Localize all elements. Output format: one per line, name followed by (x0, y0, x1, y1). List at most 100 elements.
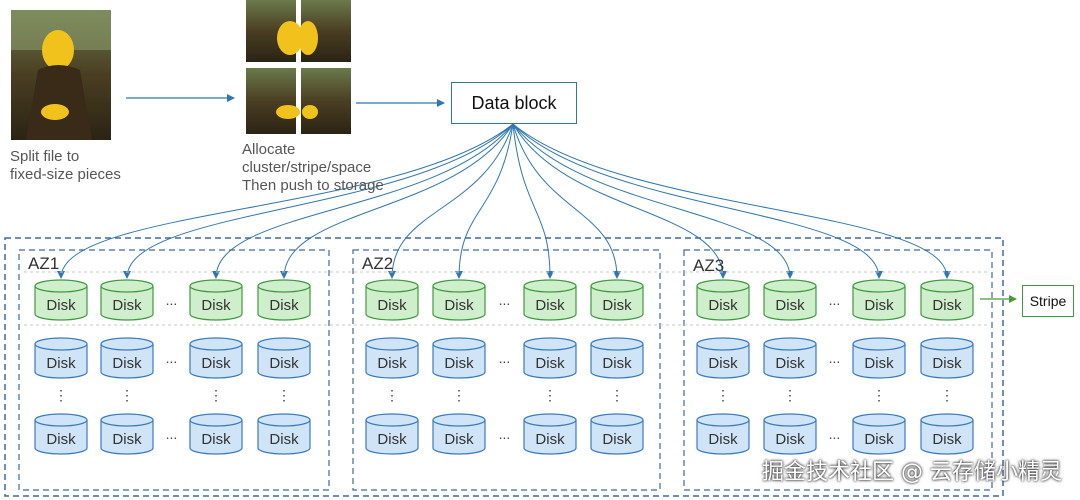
disk: Disk (523, 337, 577, 379)
distribution-arrow (512, 123, 794, 279)
ellipsis-horizontal: ... (166, 350, 178, 366)
ellipsis-vertical: ⋮ (716, 387, 730, 403)
disk-label: Disk (201, 431, 231, 448)
disk: Disk (189, 337, 243, 379)
disk-label: Disk (864, 355, 894, 372)
disk: Disk (763, 413, 817, 455)
disk: Disk (920, 337, 974, 379)
allocate-caption: Allocate cluster/stripe/space Then push … (242, 141, 384, 195)
az3-box (683, 249, 993, 491)
disk: Disk (257, 413, 311, 455)
distribution-arrow (388, 123, 514, 279)
distribution-arrows (57, 123, 951, 279)
disk-label: Disk (444, 297, 474, 314)
disk-label: Disk (775, 297, 805, 314)
disk-label: Disk (932, 431, 962, 448)
disk-label: Disk (602, 431, 632, 448)
ellipsis-vertical: ⋮ (54, 387, 68, 403)
stripe-disk: Disk (852, 279, 906, 321)
disk: Disk (34, 337, 88, 379)
ellipsis-horizontal: ... (829, 292, 841, 308)
ellipsis-horizontal: ... (499, 350, 511, 366)
disk-label: Disk (444, 431, 474, 448)
ellipsis-vertical: ⋮ (783, 387, 797, 403)
stripe-disk: Disk (189, 279, 243, 321)
distribution-arrow (455, 123, 514, 279)
stripe-disk: Disk (432, 279, 486, 321)
stripe-disk: Disk (590, 279, 644, 321)
allocate-caption-line: Allocate (242, 141, 296, 158)
az1-label: AZ1 (28, 254, 60, 273)
distribution-arrow (512, 123, 554, 279)
split-caption: Split file to fixed-size pieces (10, 148, 121, 184)
disk-label: Disk (602, 297, 632, 314)
disk-label: Disk (112, 297, 142, 314)
distribution-arrow (212, 123, 514, 279)
ellipsis-vertical: ⋮ (209, 387, 223, 403)
disk-label: Disk (112, 355, 142, 372)
stripe-disk: Disk (696, 279, 750, 321)
disk-label: Disk (708, 355, 738, 372)
ellipsis-markers: .........⋮⋮⋮⋮.........⋮⋮⋮⋮.........⋮⋮⋮⋮ (54, 292, 954, 442)
disk-label: Disk (201, 297, 231, 314)
ellipsis-vertical: ⋮ (940, 387, 954, 403)
disk-label: Disk (864, 297, 894, 314)
disk-label: Disk (46, 355, 76, 372)
distribution-arrow (512, 123, 727, 279)
disk: Disk (34, 413, 88, 455)
stripe-disk: Disk (920, 279, 974, 321)
stripe-disk: Disk (34, 279, 88, 321)
allocate-caption-line: Then push to storage (242, 177, 384, 194)
disk-label: Disk (377, 297, 407, 314)
disk: Disk (432, 337, 486, 379)
allocate-caption-line: cluster/stripe/space (242, 159, 372, 176)
disk-label: Disk (708, 431, 738, 448)
distribution-arrow (512, 123, 621, 279)
az3-label: AZ3 (693, 256, 725, 275)
distribution-arrow (512, 123, 883, 279)
disk: Disk (100, 413, 154, 455)
disk-label: Disk (932, 297, 962, 314)
split-caption-line: fixed-size pieces (10, 166, 121, 183)
disk: Disk (189, 413, 243, 455)
disk-label: Disk (112, 431, 142, 448)
disk-label: Disk (269, 297, 299, 314)
split-painting-image (246, 0, 351, 134)
disk-label: Disk (708, 297, 738, 314)
az2-box (352, 249, 661, 491)
distribution-arrow (57, 123, 514, 279)
disk-label: Disk (269, 431, 299, 448)
stripe-disk: Disk (523, 279, 577, 321)
split-caption-line: Split file to (10, 148, 80, 165)
stripe-disk: Disk (365, 279, 419, 321)
ellipsis-horizontal: ... (829, 426, 841, 442)
stripe-disk: Disk (257, 279, 311, 321)
disk-label: Disk (377, 431, 407, 448)
disk-label: Disk (46, 431, 76, 448)
disk: Disk (920, 413, 974, 455)
disk-label: Disk (201, 355, 231, 372)
ellipsis-horizontal: ... (499, 426, 511, 442)
disk: Disk (365, 413, 419, 455)
ellipsis-vertical: ⋮ (452, 387, 466, 403)
distribution-arrow (512, 123, 951, 279)
storage-outer-box (4, 237, 1004, 497)
disk: Disk (696, 337, 750, 379)
disk-label: Disk (535, 431, 565, 448)
distribution-arrow (123, 123, 514, 279)
ellipsis-horizontal: ... (829, 350, 841, 366)
ellipsis-vertical: ⋮ (610, 387, 624, 403)
disk-label: Disk (269, 355, 299, 372)
disk-label: Disk (602, 355, 632, 372)
stripe-disk: Disk (763, 279, 817, 321)
disk-label: Disk (775, 431, 805, 448)
disk-label: Disk (535, 355, 565, 372)
data-block-box: Data block (451, 82, 577, 124)
disk: Disk (100, 337, 154, 379)
ellipsis-vertical: ⋮ (543, 387, 557, 403)
disk-label: Disk (775, 355, 805, 372)
disk-label: Disk (46, 297, 76, 314)
az1-box (18, 249, 330, 491)
